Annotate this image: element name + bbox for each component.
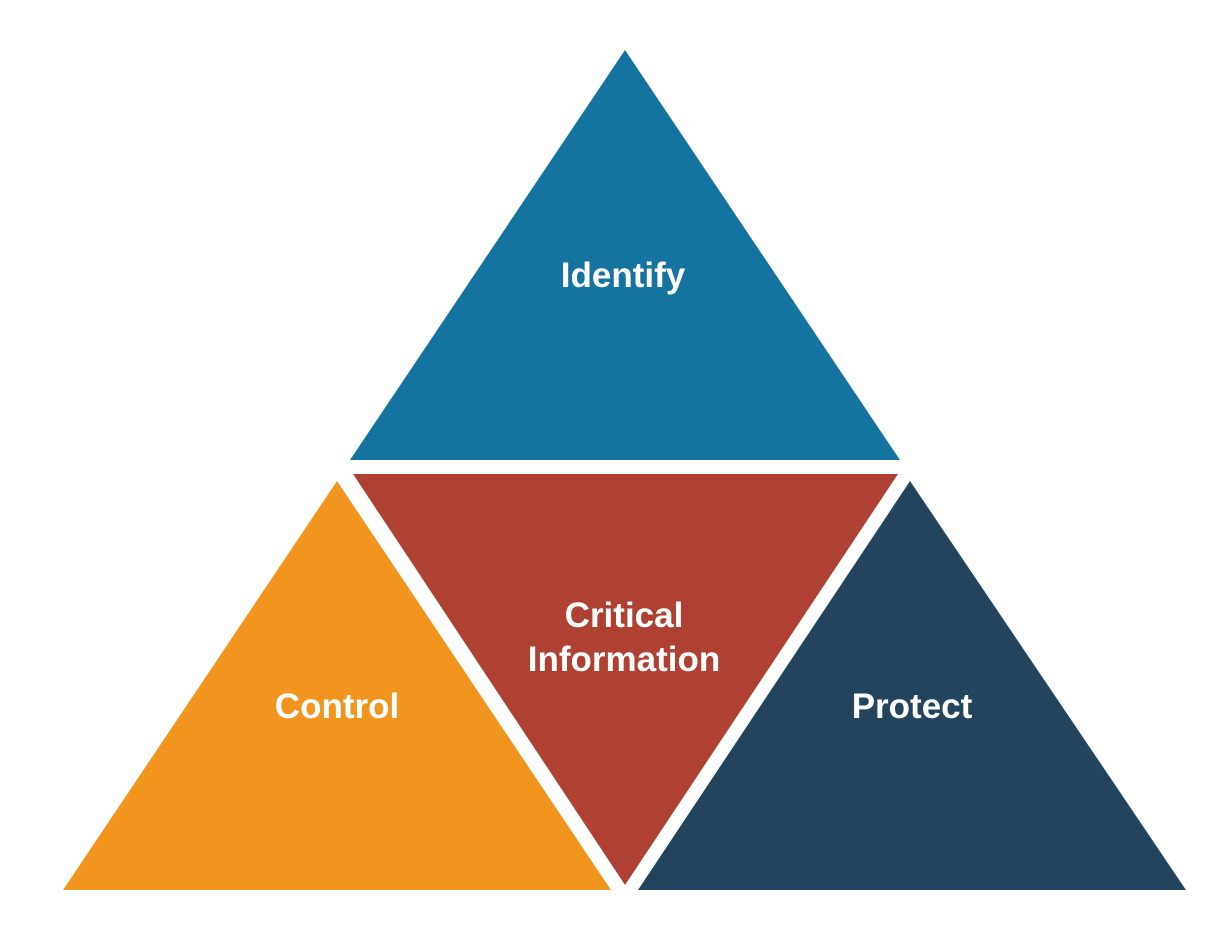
identify-triangle [350,50,900,460]
protect-label: Protect [851,687,973,726]
identify-label: Identify [560,256,686,295]
critical-label-line-2: Information [527,640,721,679]
protect-triangle [638,481,1186,890]
critical-information-label: Critical Information [528,594,720,682]
critical-label-line-1: Critical [564,596,684,635]
control-triangle [63,481,611,890]
critical-information-triangle [353,474,898,885]
control-label: Control [274,687,400,726]
